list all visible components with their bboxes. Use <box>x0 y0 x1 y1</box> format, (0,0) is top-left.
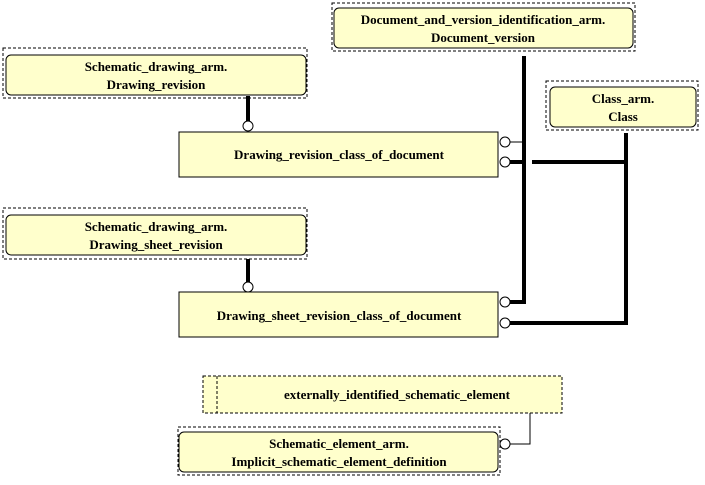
dashed-frame <box>545 80 699 131</box>
entity-box <box>549 86 697 128</box>
entity-drawing-revision-ref[interactable]: Schematic_drawing_arm. Drawing_revision <box>2 47 308 99</box>
entity-document-version-ref[interactable]: Document_and_version_identification_arm.… <box>331 2 636 52</box>
connectors <box>246 56 628 445</box>
dashed-frame <box>331 2 636 52</box>
relation-end-circle <box>499 296 511 308</box>
entity-box <box>5 54 307 96</box>
entity-class-ref[interactable]: Class_arm. Class <box>545 80 699 131</box>
entity-drawing-revision-class[interactable]: Drawing_revision_class_of_document <box>178 131 499 178</box>
entity-schema-label: Class_arm. <box>592 91 654 106</box>
connector-document-version <box>510 56 526 304</box>
dashed-frame <box>177 426 501 476</box>
entity-name-label: Implicit_schematic_element_definition <box>231 454 447 469</box>
entity-label: Drawing_sheet_revision_class_of_document <box>217 308 462 323</box>
relation-end-circle <box>499 317 511 329</box>
entity-drawing-sheet-revision-ref[interactable]: Schematic_drawing_arm. Drawing_sheet_rev… <box>2 207 308 260</box>
dashed-frame <box>202 375 563 414</box>
entity-drawing-sheet-revision-class[interactable]: Drawing_sheet_revision_class_of_document <box>178 291 499 338</box>
connector-class <box>510 133 628 325</box>
entity-box <box>178 131 499 178</box>
relation-end-circle <box>499 156 511 168</box>
entity-name-label: Drawing_sheet_revision <box>89 237 223 252</box>
connector-externally-identified <box>510 413 531 445</box>
relation-end-circle <box>499 136 511 148</box>
entity-schema-label: Document_and_version_identification_arm. <box>361 12 605 27</box>
entity-schema-label: Schematic_drawing_arm. <box>85 59 228 74</box>
relation-end-circle <box>499 438 511 450</box>
entity-box <box>178 291 499 338</box>
entity-name-label: Class <box>608 109 638 124</box>
entity-label: externally_identified_schematic_element <box>284 387 511 402</box>
entity-label: Drawing_revision_class_of_document <box>234 147 445 162</box>
relationship-ends <box>242 120 511 450</box>
relation-end-circle <box>242 120 254 132</box>
entity-box <box>178 431 499 473</box>
entity-implicit-definition-ref[interactable]: Schematic_element_arm. Implicit_schemati… <box>177 426 501 476</box>
dashed-frame <box>2 207 308 260</box>
entity-box <box>333 7 634 49</box>
entity-name-label: Drawing_revision <box>107 77 206 92</box>
entity-schema-label: Schematic_element_arm. <box>269 436 409 451</box>
entity-schema-label: Schematic_drawing_arm. <box>85 219 228 234</box>
relation-end-circle <box>242 281 254 293</box>
entity-box <box>5 214 307 256</box>
dashed-frame <box>2 47 308 99</box>
entity-externally-identified[interactable]: externally_identified_schematic_element <box>202 375 563 414</box>
entity-name-label: Document_version <box>431 30 536 45</box>
